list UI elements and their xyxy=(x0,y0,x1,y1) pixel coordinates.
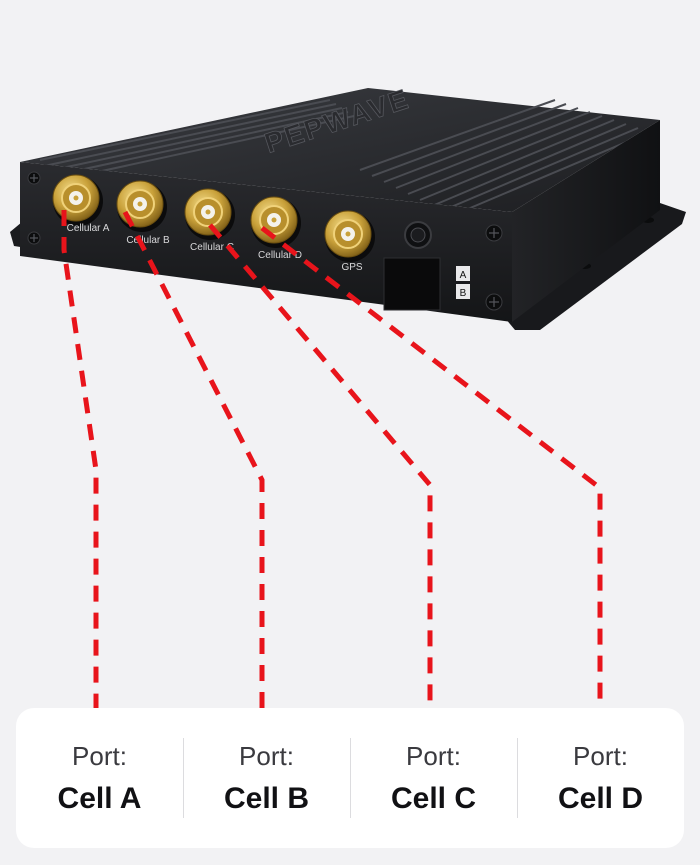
leader-lines xyxy=(61,210,603,725)
port-prefix: Port: xyxy=(239,740,294,771)
port-name: Cell B xyxy=(223,781,310,815)
port-cell-a: Port: Cell A xyxy=(16,708,183,848)
sma-connector: GPS xyxy=(324,210,375,273)
leader-line-b xyxy=(122,210,265,725)
port-name: Cell D xyxy=(557,781,644,815)
port-cell-c: Port: Cell C xyxy=(350,708,517,848)
sim-slot-b-label: B xyxy=(460,288,467,299)
device-top: PEPWAVE xyxy=(20,83,660,215)
sma-connector: Cellular C xyxy=(184,188,235,253)
leader-line-a xyxy=(61,210,99,725)
port-prefix: Port: xyxy=(72,740,127,771)
leader-line-c xyxy=(208,223,433,725)
port-name: Cell C xyxy=(390,781,477,815)
port-cell-b: Port: Cell B xyxy=(183,708,350,848)
port-legend-card: Port: Cell A Port: Cell B Port: Cell C P… xyxy=(16,708,684,848)
port-name: Cell A xyxy=(57,781,142,815)
sim-slot: A B xyxy=(383,257,470,311)
leader-line-d xyxy=(260,226,603,725)
port-prefix: Port: xyxy=(406,740,461,771)
connector-label: Cellular C xyxy=(190,242,234,253)
sim-slot-a-label: A xyxy=(460,270,467,281)
connector-label: Cellular B xyxy=(126,235,170,246)
connector-label: Cellular A xyxy=(67,223,110,234)
connector-label: GPS xyxy=(341,262,362,273)
port-prefix: Port: xyxy=(573,740,628,771)
port-cell-d: Port: Cell D xyxy=(517,708,684,848)
connector-label: Cellular D xyxy=(258,250,302,261)
